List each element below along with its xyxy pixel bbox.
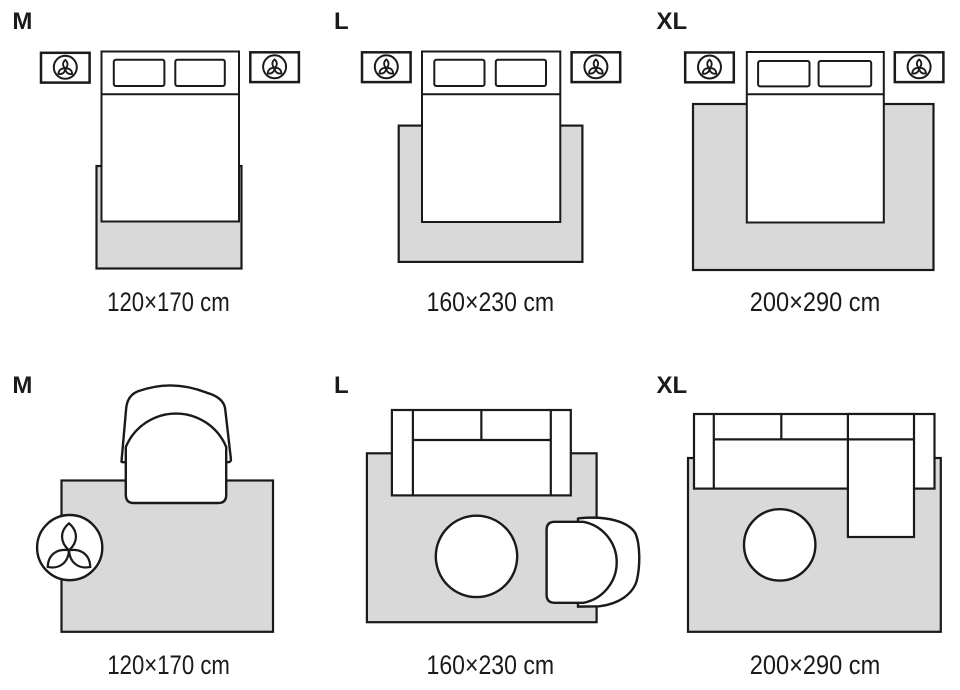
svg-text:M: M bbox=[12, 372, 32, 399]
svg-text:160×230 cm: 160×230 cm bbox=[427, 287, 555, 317]
svg-text:120×170 cm: 120×170 cm bbox=[107, 287, 230, 317]
svg-text:L: L bbox=[334, 372, 349, 399]
svg-text:XL: XL bbox=[657, 372, 688, 399]
svg-text:200×290 cm: 200×290 cm bbox=[750, 650, 881, 680]
svg-text:120×170 cm: 120×170 cm bbox=[107, 650, 230, 680]
svg-text:200×290 cm: 200×290 cm bbox=[750, 287, 881, 317]
svg-text:160×230 cm: 160×230 cm bbox=[427, 650, 555, 680]
svg-text:XL: XL bbox=[657, 8, 688, 35]
svg-text:L: L bbox=[334, 8, 349, 35]
svg-text:M: M bbox=[12, 8, 32, 35]
